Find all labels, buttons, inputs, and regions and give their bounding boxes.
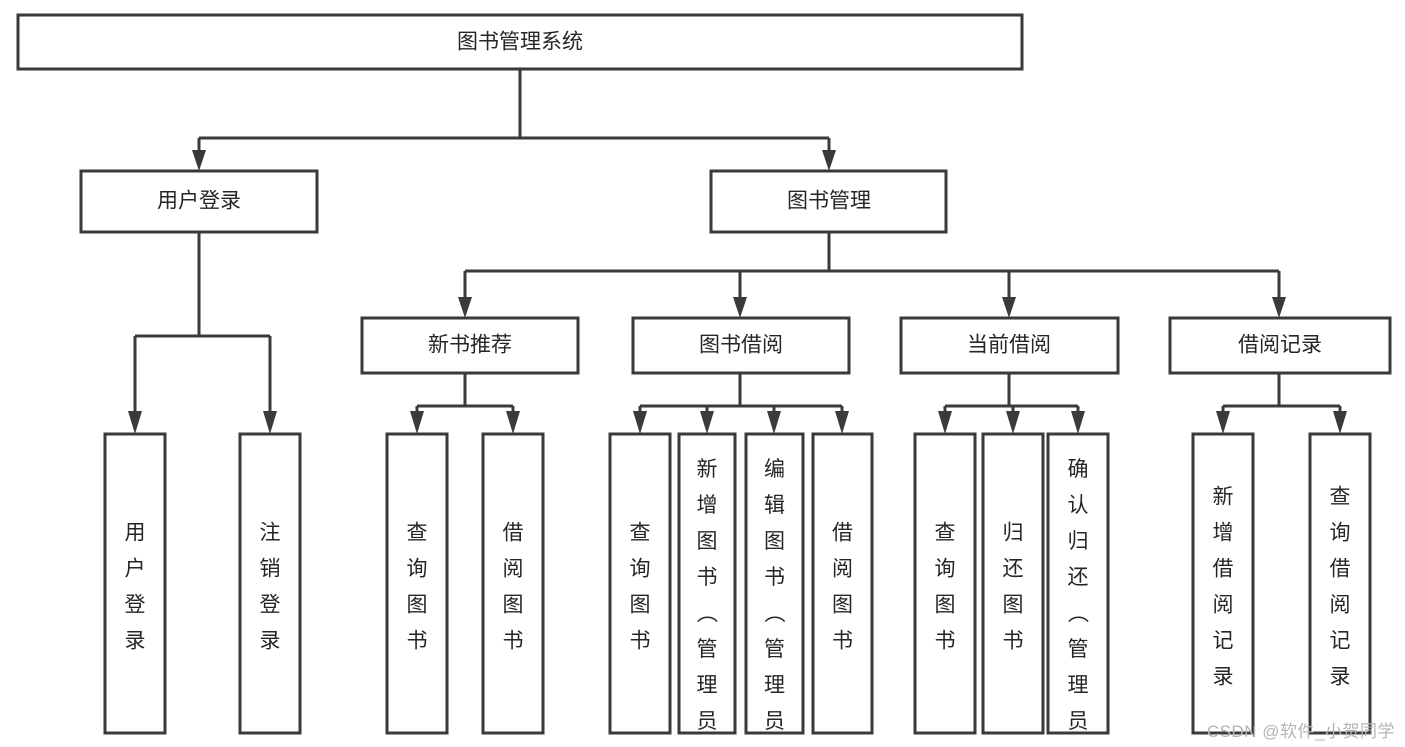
leaf-node[interactable]: 新增借阅记录: [1191, 432, 1255, 735]
leaf-node-label: 借阅图书: [832, 522, 853, 653]
arrow-head-borrow-record: [1272, 297, 1286, 318]
leaf-node-label: 查询图书: [630, 522, 651, 653]
leaf-node[interactable]: 查询图书: [608, 432, 672, 735]
leaf-node-box[interactable]: [1308, 432, 1372, 735]
node-current-borrow[interactable]: 当前借阅: [899, 316, 1120, 375]
node-layer: 图书管理系统 用户登录 图书管理 新书推荐 图书借阅 当前: [16, 13, 1392, 747]
node-book-management-box[interactable]: [709, 169, 948, 234]
leaf-node[interactable]: 查询借阅记录: [1308, 432, 1372, 735]
leaf-node-box[interactable]: [385, 432, 449, 735]
leaf-node-box[interactable]: [811, 432, 874, 735]
leaf-node-label: 新增借阅记录: [1213, 486, 1234, 689]
leaf-node-label: 确认归还（管理员）: [1068, 458, 1090, 747]
node-borrow-record-label: 借阅记录: [1238, 334, 1322, 357]
leaf-node[interactable]: 新增图书（管理员）: [677, 432, 737, 747]
arrow-head-book-borrow: [733, 297, 747, 318]
node-book-management[interactable]: 图书管理: [709, 169, 948, 234]
node-book-management-label: 图书管理: [787, 190, 871, 213]
arrow-head-leaf-query-book-borrow: [633, 411, 647, 434]
node-root[interactable]: 图书管理系统: [16, 13, 1024, 71]
leaf-node-box[interactable]: [481, 432, 545, 735]
leaf-node[interactable]: 归还图书: [981, 432, 1045, 735]
arrow-head-leaf-query-book-recommend: [410, 411, 424, 434]
node-user-login-label: 用户登录: [157, 190, 241, 213]
leaf-node-label: 借阅图书: [503, 522, 524, 653]
leaf-node-box[interactable]: [103, 432, 167, 735]
leaf-node-layer: 用户登录 注销登录 查询图书 借阅图书 查询图书 新增图书（管理员） 编辑图书（管理员） 借阅…: [103, 432, 1372, 747]
node-user-login-box[interactable]: [79, 169, 319, 234]
leaf-node-box[interactable]: [238, 432, 302, 735]
leaf-node[interactable]: 查询图书: [913, 432, 977, 735]
leaf-node[interactable]: 查询图书: [385, 432, 449, 735]
arrow-head-leaf-edit-book-admin: [767, 411, 781, 434]
node-root-label: 图书管理系统: [457, 31, 583, 54]
node-user-login[interactable]: 用户登录: [79, 169, 319, 234]
arrow-head-leaf-confirm-return-admin: [1071, 411, 1085, 434]
leaf-node-box[interactable]: [1046, 432, 1110, 735]
arrow-head-user-login: [192, 150, 206, 171]
leaf-node-label: 用户登录: [125, 522, 146, 653]
leaf-node-box[interactable]: [744, 432, 805, 735]
leaf-node[interactable]: 编辑图书（管理员）: [744, 432, 805, 747]
arrow-head-leaf-query-book-current: [938, 411, 952, 434]
leaf-node-label: 查询图书: [407, 522, 428, 653]
leaf-node-box[interactable]: [608, 432, 672, 735]
leaf-node-box[interactable]: [913, 432, 977, 735]
node-new-book-recommend-box[interactable]: [360, 316, 580, 375]
arrow-head-leaf-borrow-book: [835, 411, 849, 434]
arrow-head-leaf-return-book: [1006, 411, 1020, 434]
connector-layer: [128, 69, 1347, 434]
arrow-head-new-book-recommend: [458, 297, 472, 318]
node-current-borrow-label: 当前借阅: [967, 334, 1051, 357]
arrow-head-leaf-add-borrow-record: [1216, 411, 1230, 434]
leaf-node-label: 查询图书: [935, 522, 956, 653]
arrow-head-leaf-query-borrow-record: [1333, 411, 1347, 434]
leaf-node[interactable]: 确认归还（管理员）: [1046, 432, 1110, 747]
leaf-node-box[interactable]: [1191, 432, 1255, 735]
arrow-head-current-borrow: [1002, 297, 1016, 318]
leaf-node-label: 查询借阅记录: [1330, 486, 1351, 689]
leaf-node[interactable]: 借阅图书: [481, 432, 545, 735]
node-book-borrow[interactable]: 图书借阅: [631, 316, 851, 375]
node-book-borrow-box[interactable]: [631, 316, 851, 375]
arrow-head-leaf-add-book-admin: [700, 411, 714, 434]
node-borrow-record-box[interactable]: [1168, 316, 1392, 375]
leaf-node-label: 新增图书（管理员）: [697, 458, 719, 747]
leaf-node-box[interactable]: [981, 432, 1045, 735]
leaf-node-box[interactable]: [677, 432, 737, 735]
csdn-watermark: CSDN @软件_小贺同学: [1206, 722, 1395, 741]
arrow-head-leaf-logout: [263, 411, 277, 434]
leaf-node[interactable]: 注销登录: [238, 432, 302, 735]
leaf-node[interactable]: 借阅图书: [811, 432, 874, 735]
arrow-head-book-management: [822, 150, 836, 171]
node-new-book-recommend-label: 新书推荐: [428, 334, 512, 357]
leaf-node-label: 注销登录: [260, 522, 281, 653]
arrow-head-leaf-user-login: [128, 411, 142, 434]
node-book-borrow-label: 图书借阅: [699, 334, 783, 357]
node-borrow-record[interactable]: 借阅记录: [1168, 316, 1392, 375]
leaf-node[interactable]: 用户登录: [103, 432, 167, 735]
leaf-node-label: 归还图书: [1003, 522, 1024, 653]
node-current-borrow-box[interactable]: [899, 316, 1120, 375]
arrow-head-leaf-borrow-book-recommend: [506, 411, 520, 434]
node-root-box[interactable]: [16, 13, 1024, 71]
node-new-book-recommend[interactable]: 新书推荐: [360, 316, 580, 375]
